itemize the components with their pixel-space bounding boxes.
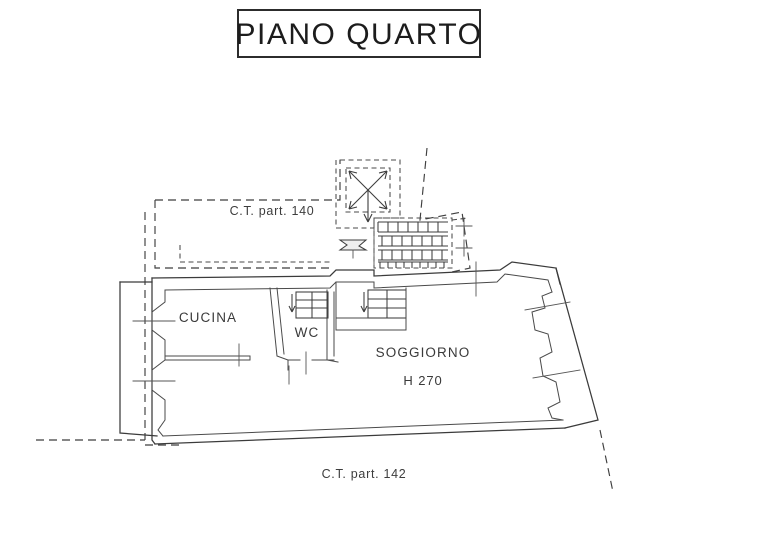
ceiling-height-label: H 270	[403, 373, 442, 388]
elevator-cab-outline	[345, 167, 391, 213]
parcel-upper-right-boundary	[419, 147, 473, 273]
inner-wall-bottom	[162, 419, 564, 437]
building-inner-wall	[151, 273, 564, 437]
room-label-cucina: CUCINA	[179, 310, 237, 325]
outer-left-frame	[119, 281, 158, 437]
parcel-label-140: C.T. part. 140	[230, 204, 315, 218]
stair-landing-wall-left	[335, 281, 369, 331]
title-box-border	[237, 9, 481, 58]
building-outline	[119, 261, 599, 445]
stair-treads-middle	[378, 235, 448, 247]
room-label-wc: WC	[295, 325, 320, 340]
inner-wall-left-niches	[151, 289, 166, 437]
parcel-140-boundary	[154, 160, 341, 269]
outer-wall-bottom	[154, 427, 566, 445]
elevator-cross-arrows	[348, 170, 388, 223]
interior-stair-left	[288, 291, 329, 319]
elevator-shaft-symbol	[335, 159, 401, 229]
stair-treads-lower	[378, 249, 448, 268]
partition-cucina-wc	[269, 287, 289, 371]
parcel-labels: C.T. part. 140 C.T. part. 142	[230, 204, 407, 481]
room-labels: CUCINA WC SOGGIORNO H 270	[179, 310, 471, 388]
room-label-soggiorno: SOGGIORNO	[376, 345, 471, 360]
parcel-140-dashed-left	[154, 200, 334, 269]
title-block: PIANO QUARTO	[236, 9, 483, 58]
staircase-symbol	[373, 217, 453, 269]
property-line-lower-right	[599, 429, 614, 493]
stair-direction-arrow	[338, 239, 368, 259]
window-mark-right-1	[524, 301, 571, 311]
inner-wall-top	[164, 273, 553, 293]
parcel-right-dashed-outline	[419, 147, 471, 273]
interior-stairs	[288, 281, 407, 331]
page-title: PIANO QUARTO	[236, 18, 483, 51]
property-lines-left	[36, 212, 182, 446]
window-mark-upper-right	[455, 217, 473, 257]
parcel-140-dashed-inner	[179, 245, 330, 263]
partition-cucina-wc-inner	[276, 287, 285, 355]
stair-landing-wall-right	[367, 287, 407, 331]
outer-wall-right-tilted	[555, 267, 599, 429]
stair-treads-upper	[377, 221, 448, 233]
inner-wall-right-niches	[531, 291, 564, 421]
direction-arrow-shape	[338, 239, 368, 251]
outer-wall-left	[151, 277, 156, 445]
parcel-140-dashed-top	[155, 160, 341, 201]
window-mark-right-2	[532, 369, 581, 379]
parcel-label-142: C.T. part. 142	[322, 467, 407, 481]
interior-stair-right	[360, 289, 407, 319]
partition-kitchen-counter	[164, 355, 251, 361]
parcel-right-dashed-tick	[451, 217, 469, 221]
window-marks	[132, 261, 581, 382]
outer-wall-top	[151, 261, 561, 285]
interior-partitions	[164, 287, 339, 385]
